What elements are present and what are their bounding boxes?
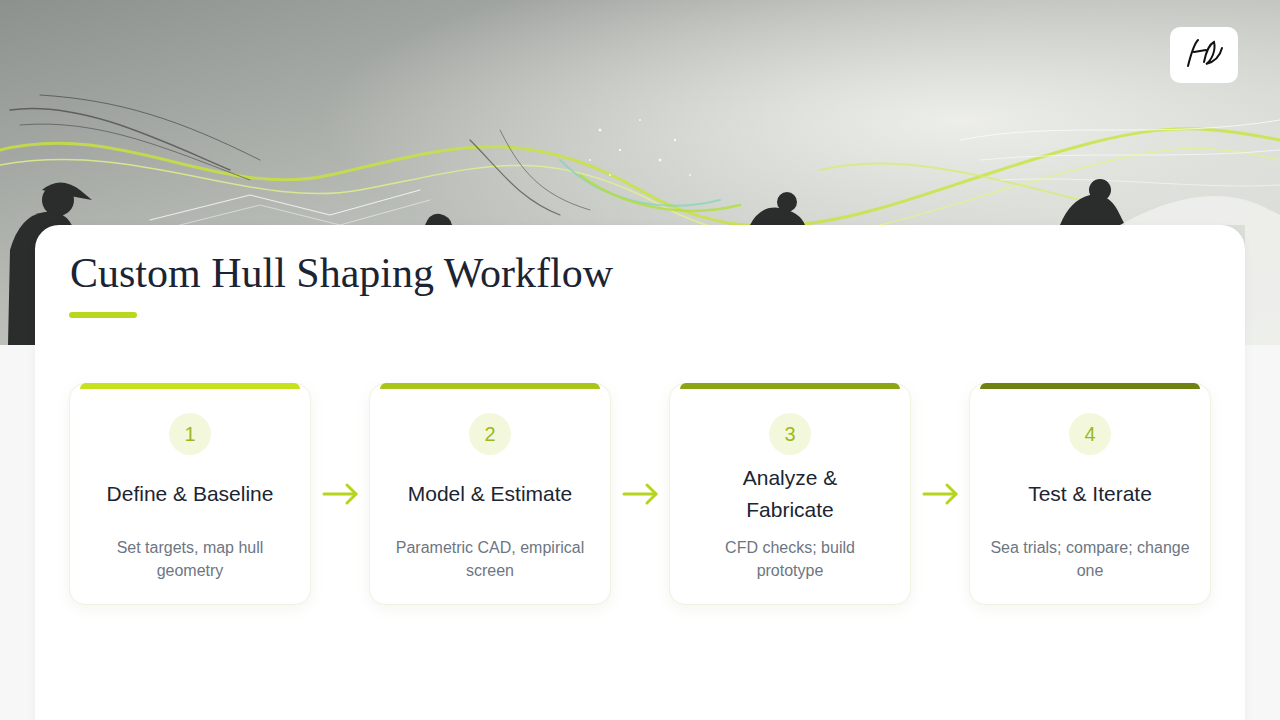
- process-card: Define & BaselineSet targets, map hull g…: [69, 383, 311, 605]
- card-accent-bar: [80, 383, 300, 389]
- arrow-head: [947, 485, 956, 503]
- arrow-shaft: [924, 493, 956, 496]
- step-description: Sea trials; compare; change one: [990, 536, 1190, 582]
- step-number: 4: [1084, 424, 1095, 444]
- step-description: CFD checks; build prototype: [690, 536, 890, 582]
- arrow-shaft: [324, 493, 356, 496]
- card-accent-bar: [680, 383, 900, 389]
- title-underline: [69, 312, 137, 318]
- step-title: Test & Iterate: [980, 478, 1200, 510]
- arrow-shaft: [624, 493, 656, 496]
- card-accent-bar: [980, 383, 1200, 389]
- step-description: Parametric CAD, empirical screen: [390, 536, 590, 582]
- flow-arrow: [324, 485, 356, 503]
- step-number: 1: [184, 424, 195, 444]
- card-accent-bar: [380, 383, 600, 389]
- step-number: 2: [484, 424, 495, 444]
- step-description: Set targets, map hull geometry: [90, 536, 290, 582]
- flow-arrow: [624, 485, 656, 503]
- arrow-head: [647, 485, 656, 503]
- step-number-circle: 3: [769, 413, 811, 455]
- step-title: Model & Estimate: [380, 478, 600, 510]
- arrow-head: [347, 485, 356, 503]
- step-number: 3: [784, 424, 795, 444]
- step-number-circle: 4: [1069, 413, 1111, 455]
- process-card: Analyze & FabricateCFD checks; build pro…: [669, 383, 911, 605]
- step-number-circle: 1: [169, 413, 211, 455]
- step-title: Define & Baseline: [80, 478, 300, 510]
- step-title: Analyze & Fabricate: [715, 462, 865, 526]
- flow-arrow: [924, 485, 956, 503]
- process-card: Test & IterateSea trials; compare; chang…: [969, 383, 1211, 605]
- diagram-title: Custom Hull Shaping Workflow: [70, 248, 613, 298]
- process-card: Model & EstimateParametric CAD, empirica…: [369, 383, 611, 605]
- step-number-circle: 2: [469, 413, 511, 455]
